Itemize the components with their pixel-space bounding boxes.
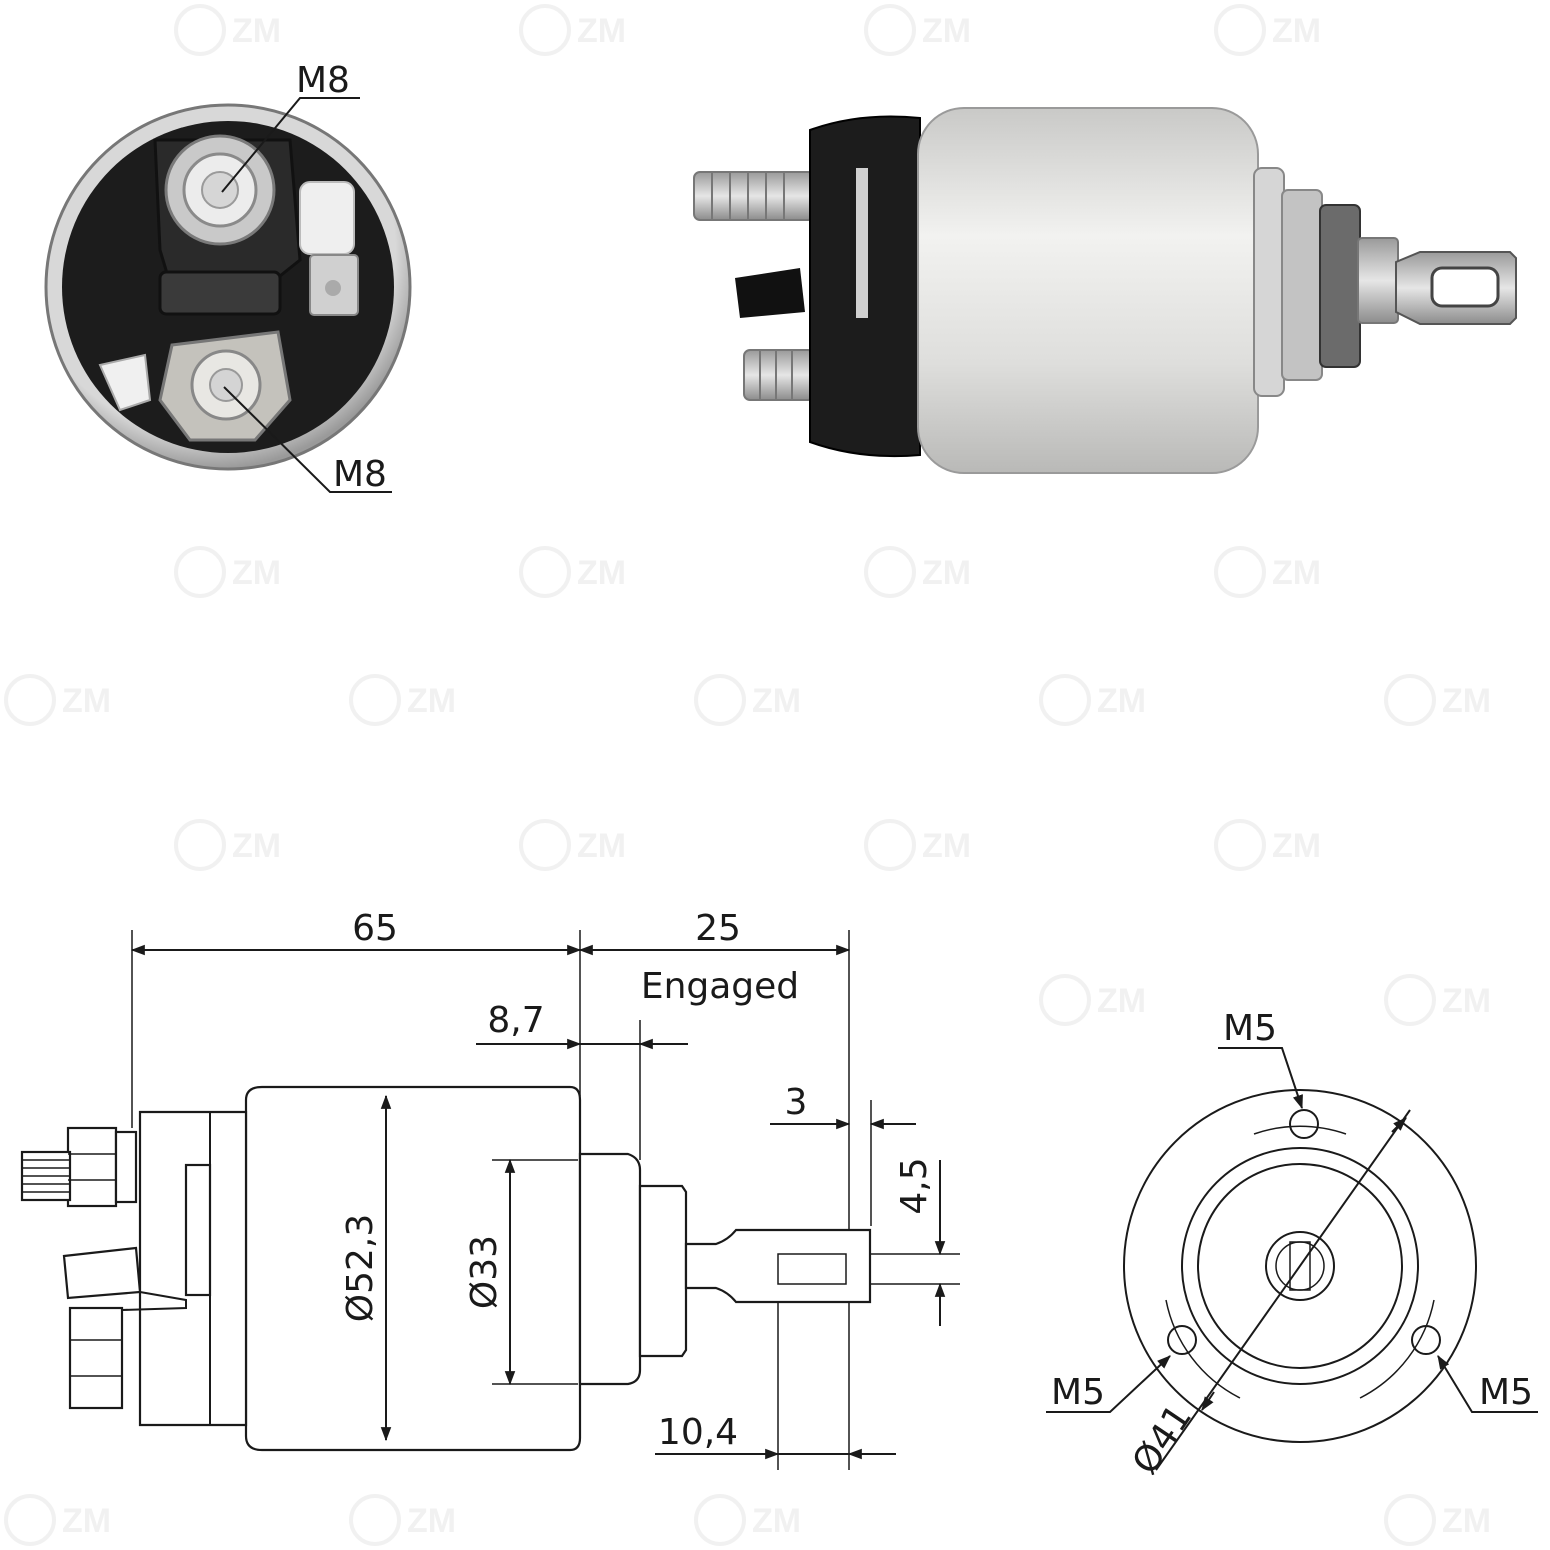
svg-text:ZM: ZM — [1442, 682, 1491, 720]
svg-text:ZM: ZM — [62, 1502, 111, 1540]
watermark-layer: ZM ZM ZM ZM ZM ZM ZM ZM ZM ZM ZM ZM ZM Z… — [4, 4, 1491, 1546]
upper-terminal-nut — [164, 134, 276, 246]
solenoid-side-photo — [693, 107, 1517, 474]
svg-text:ZM: ZM — [922, 554, 971, 592]
dim-stroke: 25 — [695, 908, 741, 949]
svg-text:ZM: ZM — [1272, 827, 1321, 865]
side-view-drawing: 65 25 Engaged 8,7 Ø52,3 Ø33 3 4,5 10,4 — [20, 908, 960, 1470]
svg-text:ZM: ZM — [232, 554, 281, 592]
end-view-drawing: M5 M5 M5 Ø41 — [1046, 1008, 1538, 1482]
svg-text:ZM: ZM — [232, 827, 281, 865]
dim-eye-thickness: 3 — [785, 1082, 808, 1123]
dim-flange-offset: 8,7 — [487, 1000, 544, 1041]
dim-total-length: 65 — [352, 908, 398, 949]
top-terminal-thread-label: M8 — [296, 60, 350, 101]
terminal-end-photo: M8 M8 — [44, 60, 412, 495]
svg-text:ZM: ZM — [407, 1502, 456, 1540]
dim-body-diameter: Ø52,3 — [340, 1214, 381, 1323]
dim-eye-slot: 4,5 — [894, 1157, 935, 1214]
svg-text:ZM: ZM — [577, 12, 626, 50]
svg-text:ZM: ZM — [1442, 982, 1491, 1020]
svg-text:ZM: ZM — [1097, 682, 1146, 720]
right-hole-thread-label: M5 — [1479, 1372, 1533, 1413]
svg-text:ZM: ZM — [407, 682, 456, 720]
svg-text:ZM: ZM — [577, 554, 626, 592]
bottom-terminal-thread-label: M8 — [333, 454, 387, 495]
svg-text:ZM: ZM — [232, 12, 281, 50]
svg-text:ZM: ZM — [922, 12, 971, 50]
svg-text:ZM: ZM — [1097, 982, 1146, 1020]
svg-text:ZM: ZM — [922, 827, 971, 865]
svg-text:ZM: ZM — [577, 827, 626, 865]
top-hole-thread-label: M5 — [1223, 1008, 1277, 1049]
lower-terminal-nut — [158, 330, 292, 442]
svg-text:ZM: ZM — [752, 682, 801, 720]
left-hole-thread-label: M5 — [1051, 1372, 1105, 1413]
watermark: ZM ZM ZM ZM ZM ZM ZM ZM ZM ZM ZM ZM ZM Z… — [4, 4, 1491, 1546]
bolt-circle-diameter: Ø41 — [1125, 1397, 1200, 1481]
stroke-note: Engaged — [641, 966, 799, 1007]
svg-text:ZM: ZM — [1442, 1502, 1491, 1540]
svg-text:ZM: ZM — [1272, 554, 1321, 592]
dim-eye-length: 10,4 — [658, 1412, 738, 1453]
svg-text:ZM: ZM — [1272, 12, 1321, 50]
svg-text:ZM: ZM — [62, 682, 111, 720]
svg-text:ZM: ZM — [752, 1502, 801, 1540]
dim-nose-diameter: Ø33 — [464, 1235, 505, 1309]
